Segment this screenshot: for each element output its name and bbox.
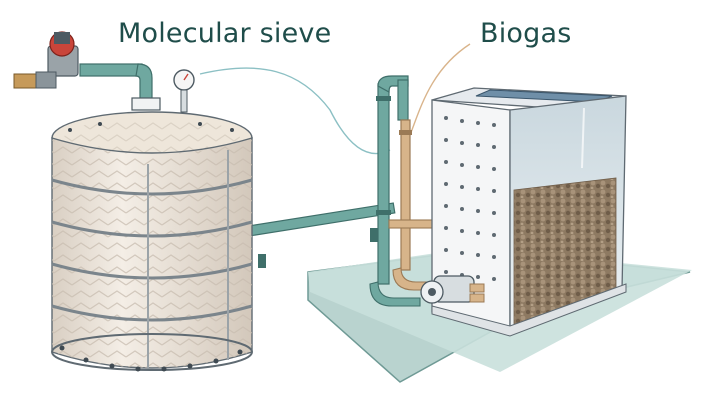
- pipe-ring-1: [376, 96, 391, 101]
- tank-top-collar: [131, 97, 161, 111]
- tank-texture: [52, 140, 252, 368]
- molecular-sieve-label: Molecular sieve: [118, 18, 332, 49]
- tank-base-rim: [51, 333, 253, 371]
- pipe-coupling: [258, 254, 266, 268]
- solar-panel: [475, 89, 613, 103]
- tank-bolts: [59, 122, 243, 372]
- tank-inlet-pipe: [79, 63, 143, 77]
- pump-unit: [420, 275, 485, 304]
- copper-branch: [388, 219, 438, 229]
- vertical-pipe-copper: [400, 119, 411, 271]
- glass-reflection: [581, 107, 585, 169]
- biogas-label: Biogas: [480, 18, 572, 49]
- container-holes: [444, 116, 496, 281]
- gauge-stem: [180, 89, 188, 113]
- brass-nozzle: [13, 73, 39, 89]
- teal-bottom-bend: [369, 281, 421, 307]
- valve-cap: [54, 32, 70, 44]
- pipe-ring-3: [399, 130, 412, 135]
- teal-pipe-down: [397, 79, 409, 121]
- tank-top-ribs: [64, 118, 240, 158]
- biogas-leader-line: [409, 43, 471, 136]
- sieve-leader-line: [199, 67, 391, 155]
- vertical-pipe-teal: [377, 83, 390, 285]
- pipe-coupling-2: [370, 228, 378, 242]
- pipe-ring-2: [376, 210, 391, 215]
- container-frame-bottom: [431, 283, 627, 337]
- valve-side-pipe: [35, 71, 57, 89]
